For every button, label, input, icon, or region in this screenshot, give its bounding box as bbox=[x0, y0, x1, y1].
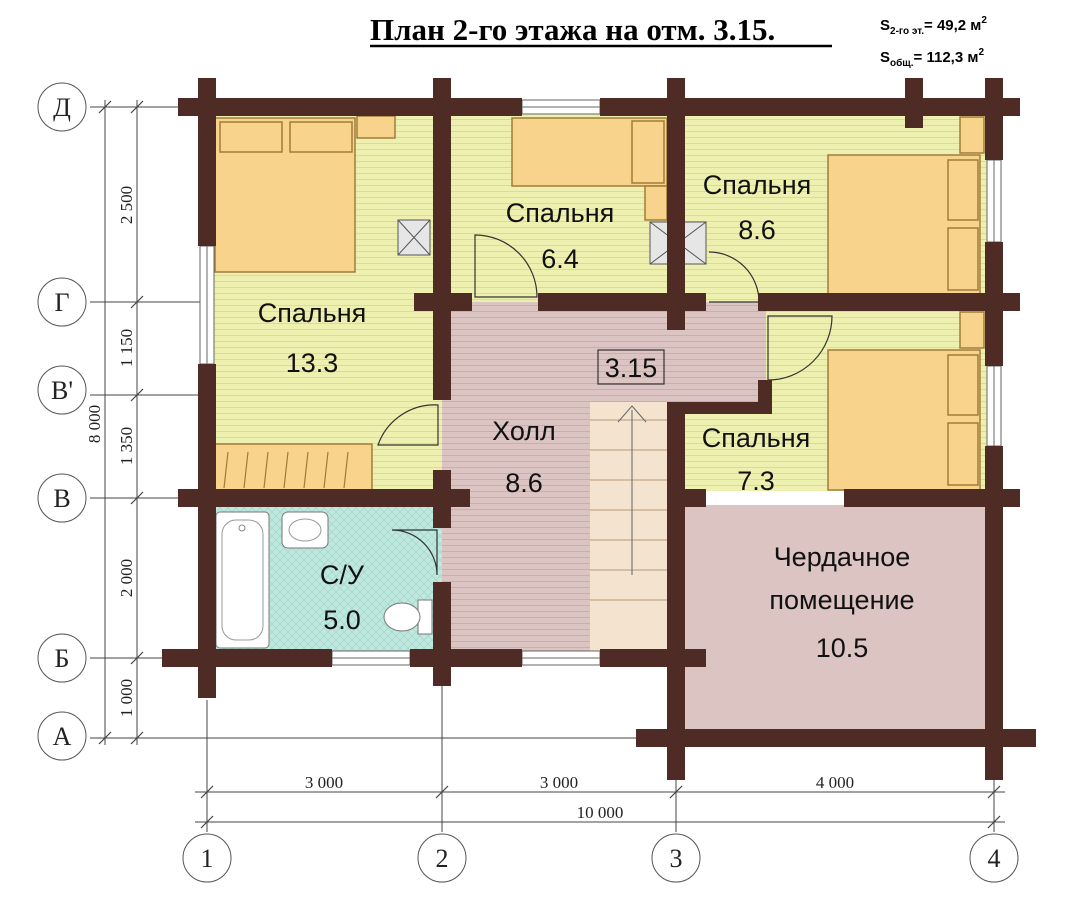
dim-v-1: 2 500 bbox=[117, 186, 136, 224]
room-area: 6.4 bbox=[541, 244, 579, 274]
svg-text:S2-го эт.= 49,2 м2: S2-го эт.= 49,2 м2 bbox=[880, 15, 987, 37]
svg-text:4: 4 bbox=[988, 844, 1001, 873]
dim-h-3: 4 000 bbox=[816, 773, 854, 792]
horizontal-dimensions: 3 000 3 000 4 000 10 000 bbox=[305, 773, 854, 822]
axis-bubble-4: 4 bbox=[969, 833, 1019, 883]
vertical-dimensions: 2 500 1 150 1 350 2 000 1 000 8 000 bbox=[85, 186, 136, 717]
sink-icon bbox=[281, 511, 329, 549]
svg-text:Д: Д bbox=[53, 93, 71, 122]
bed-bedroom-7 bbox=[827, 311, 985, 491]
axis-bubble-d: Д bbox=[37, 82, 87, 132]
svg-text:Б: Б bbox=[55, 644, 70, 673]
bed-bedroom-8 bbox=[827, 116, 985, 296]
axis-bubble-v: В bbox=[37, 473, 87, 523]
dim-v-total: 8 000 bbox=[85, 405, 104, 443]
dim-v-4: 2 000 bbox=[117, 559, 136, 597]
svg-text:2: 2 bbox=[436, 844, 449, 873]
axis-bubble-2: 2 bbox=[417, 833, 467, 883]
axis-bubble-b: Б bbox=[37, 633, 87, 683]
room-bedroom-13: Спальня 13.3 bbox=[258, 298, 367, 378]
level-mark: 3.15 bbox=[597, 349, 665, 385]
area-floor: S2-го эт.= 49,2 м2 bbox=[880, 15, 987, 37]
stairs bbox=[590, 402, 676, 658]
room-area: 7.3 bbox=[737, 466, 775, 496]
room-name: Спальня bbox=[703, 170, 812, 200]
room-name-2: помещение bbox=[769, 585, 914, 615]
room-area: 10.5 bbox=[816, 633, 869, 663]
room-name: Спальня bbox=[702, 423, 811, 453]
room-area: 8.6 bbox=[738, 215, 776, 245]
svg-text:3.15: 3.15 bbox=[605, 353, 658, 383]
windows bbox=[199, 99, 1002, 666]
svg-text:3: 3 bbox=[670, 844, 683, 873]
room-name: С/У bbox=[320, 560, 365, 590]
svg-text:Г: Г bbox=[54, 288, 69, 317]
dim-h-2: 3 000 bbox=[540, 773, 578, 792]
hall-floor-top bbox=[442, 302, 766, 410]
room-name: Холл bbox=[492, 416, 556, 446]
stair-steps bbox=[590, 405, 676, 601]
room-name: Спальня bbox=[258, 298, 367, 328]
room-name: Чердачное bbox=[774, 542, 911, 572]
room-name: Спальня bbox=[506, 198, 615, 228]
room-area: 5.0 bbox=[323, 605, 361, 635]
room-area: 13.3 bbox=[286, 348, 339, 378]
walls bbox=[162, 78, 1036, 780]
svg-text:В': В' bbox=[51, 376, 73, 405]
svg-text:А: А bbox=[53, 722, 72, 751]
attic-floor bbox=[676, 498, 994, 738]
dim-h-total: 10 000 bbox=[577, 803, 624, 822]
axis-bubble-v-prime: В' bbox=[37, 365, 87, 415]
wardrobe bbox=[214, 443, 373, 493]
room-area: 8.6 bbox=[505, 468, 543, 498]
bed-bedroom-6 bbox=[511, 117, 668, 221]
dim-v-2: 1 150 bbox=[117, 329, 136, 367]
axis-bubble-1: 1 bbox=[182, 833, 232, 883]
room-bedroom-6: Спальня 6.4 bbox=[506, 198, 615, 274]
bathtub-icon bbox=[215, 511, 270, 649]
svg-text:1: 1 bbox=[201, 844, 214, 873]
axis-numbers: 1 2 3 4 bbox=[182, 833, 1019, 883]
axis-bubble-3: 3 bbox=[651, 833, 701, 883]
axis-bubble-a: А bbox=[37, 711, 87, 761]
room-bedroom-8: Спальня 8.6 bbox=[703, 170, 812, 245]
dim-v-3: 1 350 bbox=[117, 427, 136, 465]
toilet-icon bbox=[383, 599, 433, 635]
axis-letters: Д Г В' В Б А bbox=[37, 82, 87, 761]
room-attic: Чердачное помещение 10.5 bbox=[769, 542, 914, 663]
area-total: Sобщ.= 112,3 м2 bbox=[880, 47, 984, 69]
plan-title: План 2-го этажа на отм. 3.15. bbox=[370, 12, 775, 47]
chimney-left bbox=[397, 219, 431, 256]
room-bathroom: С/У 5.0 bbox=[320, 560, 365, 635]
hall-floor bbox=[442, 410, 590, 658]
room-bedroom-7: Спальня 7.3 bbox=[702, 423, 811, 496]
bed-bedroom-13 bbox=[214, 115, 396, 273]
axis-lines bbox=[90, 100, 1005, 832]
dim-h-1: 3 000 bbox=[305, 773, 343, 792]
dim-v-5: 1 000 bbox=[117, 679, 136, 717]
axis-bubble-g: Г bbox=[37, 277, 87, 327]
svg-text:В: В bbox=[53, 484, 70, 513]
svg-text:Sобщ.= 112,3 м2: Sобщ.= 112,3 м2 bbox=[880, 47, 984, 69]
room-hall: Холл 8.6 bbox=[492, 416, 556, 498]
